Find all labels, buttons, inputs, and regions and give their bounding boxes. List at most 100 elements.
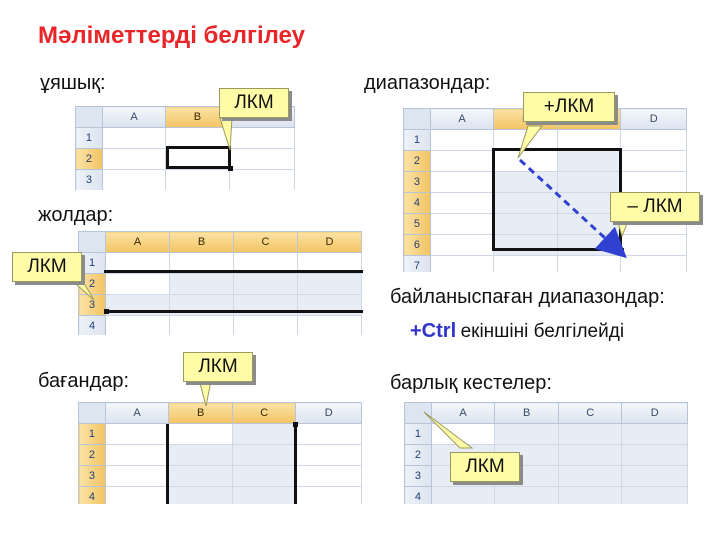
cell[interactable] [556,171,622,193]
cell[interactable] [104,423,170,445]
cell[interactable] [494,486,559,504]
row-header-2[interactable]: 2 [78,444,106,466]
select-all-corner[interactable] [404,402,432,424]
cell[interactable] [231,465,297,487]
col-header-d[interactable]: D [297,231,362,253]
cell[interactable] [233,315,298,335]
col-header-d[interactable]: D [620,108,687,130]
cell[interactable] [556,192,622,214]
col-header-a[interactable]: A [430,402,496,424]
select-all-corner[interactable] [75,106,103,128]
cell[interactable] [228,148,295,170]
cell[interactable] [494,423,559,445]
row-header-1[interactable]: 1 [75,127,103,149]
row-header-1[interactable]: 1 [403,129,431,151]
cell[interactable] [430,423,496,445]
cell[interactable] [105,273,170,295]
row-header-3[interactable]: 3 [75,169,103,190]
cell[interactable] [557,486,623,504]
cell[interactable] [295,465,362,487]
cell[interactable] [430,486,496,504]
cell[interactable] [429,234,495,256]
cell[interactable] [101,127,167,149]
cell[interactable] [228,127,295,149]
fill-handle[interactable] [228,166,233,171]
cell[interactable] [295,486,362,504]
cell[interactable] [169,273,234,295]
row-header-4[interactable]: 4 [78,486,106,504]
col-header-b[interactable]: B [165,106,230,128]
cell[interactable] [104,486,170,504]
cell[interactable] [104,444,170,466]
row-header-4[interactable]: 4 [78,315,106,335]
row-header-6[interactable]: 6 [403,234,431,256]
col-header-c[interactable]: C [557,402,623,424]
cell[interactable] [621,486,688,504]
cell[interactable] [105,315,170,335]
col-header-d[interactable]: D [621,402,688,424]
col-header-a[interactable]: A [101,106,167,128]
cell[interactable] [101,148,167,170]
select-all-corner[interactable] [403,108,431,130]
row-header-7[interactable]: 7 [403,255,431,272]
cell[interactable] [429,213,495,235]
row-header-2[interactable]: 2 [75,148,103,170]
col-header-c[interactable]: C [233,231,298,253]
row-header-5[interactable]: 5 [403,213,431,235]
row-header-4[interactable]: 4 [403,192,431,214]
cell[interactable] [621,423,688,445]
cell[interactable] [429,255,495,272]
row-header-4[interactable]: 4 [404,486,432,504]
cell[interactable] [231,444,297,466]
row-header-2[interactable]: 2 [404,444,432,466]
cell[interactable] [493,171,558,193]
cell[interactable] [233,273,298,295]
cell[interactable] [493,192,558,214]
row-header-3[interactable]: 3 [403,171,431,193]
cell[interactable] [297,315,362,335]
cell[interactable] [231,423,297,445]
row-header-3[interactable]: 3 [78,294,106,316]
select-all-corner[interactable] [78,402,106,424]
cell[interactable] [295,444,362,466]
cell[interactable] [168,465,233,487]
cell[interactable] [101,169,167,190]
cell[interactable] [620,255,687,272]
cell[interactable] [104,465,170,487]
col-header-b[interactable]: B [168,402,233,424]
cell[interactable] [621,444,688,466]
cell[interactable] [493,213,558,235]
cell[interactable] [168,423,233,445]
row-header-1[interactable]: 1 [78,423,106,445]
cell[interactable] [429,150,495,172]
col-header-b[interactable]: B [169,231,234,253]
select-all-corner[interactable] [78,231,106,253]
col-header-c[interactable]: C [231,402,297,424]
cell[interactable] [168,444,233,466]
cell[interactable] [169,315,234,335]
col-header-b[interactable]: B [494,402,559,424]
cell[interactable] [557,423,623,445]
cell[interactable] [165,169,230,190]
cell[interactable] [429,171,495,193]
row-header-1[interactable]: 1 [78,252,106,274]
cell[interactable] [557,444,623,466]
cell[interactable] [231,486,297,504]
row-header-1[interactable]: 1 [404,423,432,445]
cell[interactable] [297,273,362,295]
cell[interactable] [429,129,495,151]
fill-handle[interactable] [104,309,109,314]
cell[interactable] [429,192,495,214]
fill-handle[interactable] [293,422,298,427]
row-header-3[interactable]: 3 [404,465,432,487]
col-header-a[interactable]: A [105,231,170,253]
col-header-a[interactable]: A [429,108,495,130]
row-header-3[interactable]: 3 [78,465,106,487]
cell[interactable] [295,423,362,445]
col-header-a[interactable]: A [104,402,170,424]
cell[interactable] [168,486,233,504]
cell[interactable] [621,465,688,487]
row-header-2[interactable]: 2 [403,150,431,172]
cell[interactable] [228,169,295,190]
col-header-d[interactable]: D [295,402,362,424]
